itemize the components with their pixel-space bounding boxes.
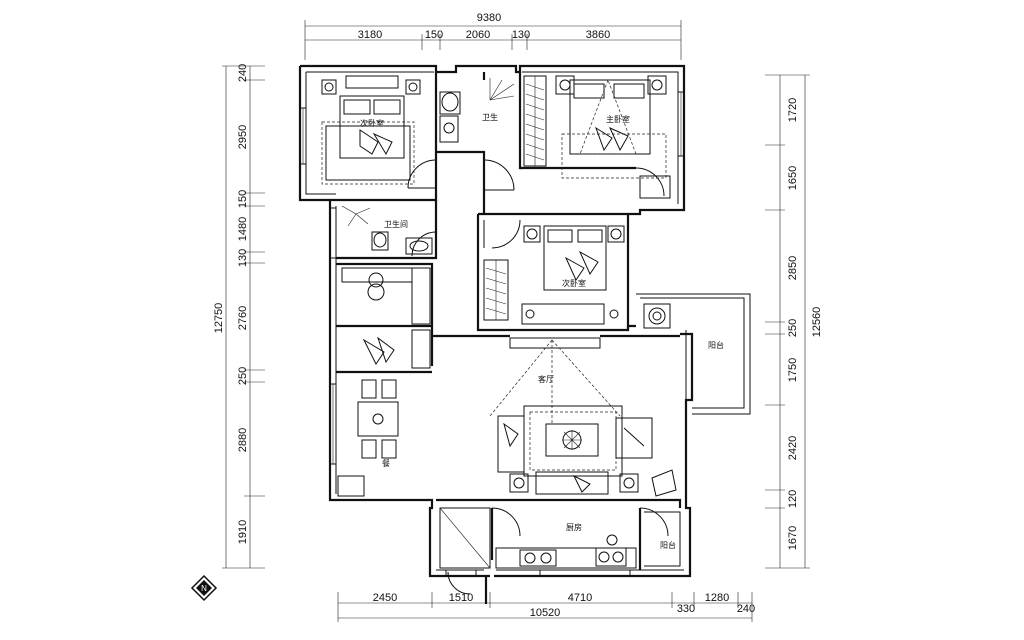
dim-top-1: 3180 xyxy=(358,29,382,41)
dim-bottom-2: 1510 xyxy=(449,592,473,604)
dim-left-7: 250 xyxy=(237,367,249,385)
room-label-dining: 餐 xyxy=(382,459,390,468)
toilet-1: 卫生 xyxy=(439,78,515,143)
master-bedroom: 主卧室 xyxy=(523,75,671,199)
dim-top-4: 130 xyxy=(512,29,530,41)
living-room: 客厅 xyxy=(489,337,677,497)
dim-right-6: 2420 xyxy=(787,436,799,460)
dim-top-3: 2060 xyxy=(466,29,490,41)
dim-top-total: 9380 xyxy=(477,12,501,24)
room-label-balcony-2: 阳台 xyxy=(660,540,676,550)
dim-top-5: 3860 xyxy=(586,29,610,41)
outer-walls xyxy=(298,64,694,578)
balcony-right xyxy=(636,293,751,415)
dim-right-1: 1720 xyxy=(787,98,799,122)
dim-right-8: 1670 xyxy=(787,526,799,550)
dim-right-total: 12560 xyxy=(811,307,823,338)
dim-bottom-6: 240 xyxy=(737,603,755,615)
room-label-toilet-1: 卫生 xyxy=(482,112,498,122)
room-label-living-room: 客厅 xyxy=(538,374,554,384)
dim-left-6: 2760 xyxy=(237,306,249,330)
dining-room: 餐 xyxy=(337,379,399,497)
dim-left-total: 12750 xyxy=(213,303,225,334)
room-label-balcony: 阳台 xyxy=(708,340,724,350)
dim-top-2: 150 xyxy=(425,29,443,41)
dim-left-2: 2950 xyxy=(237,125,249,149)
doors xyxy=(407,159,669,604)
interior-walls xyxy=(330,72,682,570)
right-dimensions: 1720 1650 2850 250 1750 2420 120 1670 12… xyxy=(765,74,823,569)
balcony-bottom: 阳台 xyxy=(644,511,681,567)
dim-bottom-4: 330 xyxy=(677,603,695,615)
third-bedroom: 次卧室 xyxy=(483,225,625,325)
dim-left-4: 1480 xyxy=(237,217,249,241)
room-label-kitchen: 厨房 xyxy=(566,522,582,532)
compass-label: N xyxy=(201,584,207,593)
room-label-toilet-2: 卫生间 xyxy=(384,219,408,229)
dim-bottom-1: 2450 xyxy=(373,592,397,604)
dim-bottom-3: 4710 xyxy=(568,592,592,604)
dim-right-2: 1650 xyxy=(787,166,799,190)
study-room xyxy=(341,267,431,369)
dim-left-3: 150 xyxy=(237,190,249,208)
dim-right-7: 120 xyxy=(787,490,799,508)
second-bedroom: 次卧室 xyxy=(321,75,421,185)
dim-left-8: 2880 xyxy=(237,428,249,452)
room-label-master-bedroom: 主卧室 xyxy=(606,114,630,124)
dim-bottom-total: 10520 xyxy=(530,607,561,619)
dim-right-5: 1750 xyxy=(787,358,799,382)
room-label-second-bedroom: 次卧室 xyxy=(360,118,384,128)
room-label-third-bedroom: 次卧室 xyxy=(562,278,586,288)
dim-left-9: 1910 xyxy=(237,520,249,544)
left-dimensions: 12750 240 2950 150 1480 130 2760 250 288… xyxy=(213,64,265,569)
dim-right-3: 2850 xyxy=(787,256,799,280)
dim-left-1: 240 xyxy=(237,64,249,82)
dim-right-4: 250 xyxy=(787,319,799,337)
toilet-2: 卫生间 xyxy=(341,205,433,255)
kitchen: 厨房 xyxy=(439,507,637,569)
top-dimensions: 9380 3180 150 2060 130 3860 xyxy=(304,12,682,60)
compass-icon: N xyxy=(190,574,218,602)
windows xyxy=(299,91,685,577)
dim-bottom-5: 1280 xyxy=(705,592,729,604)
dim-left-5: 130 xyxy=(237,249,249,267)
bottom-dimensions: 2450 1510 4710 330 1280 240 10520 xyxy=(337,592,755,622)
